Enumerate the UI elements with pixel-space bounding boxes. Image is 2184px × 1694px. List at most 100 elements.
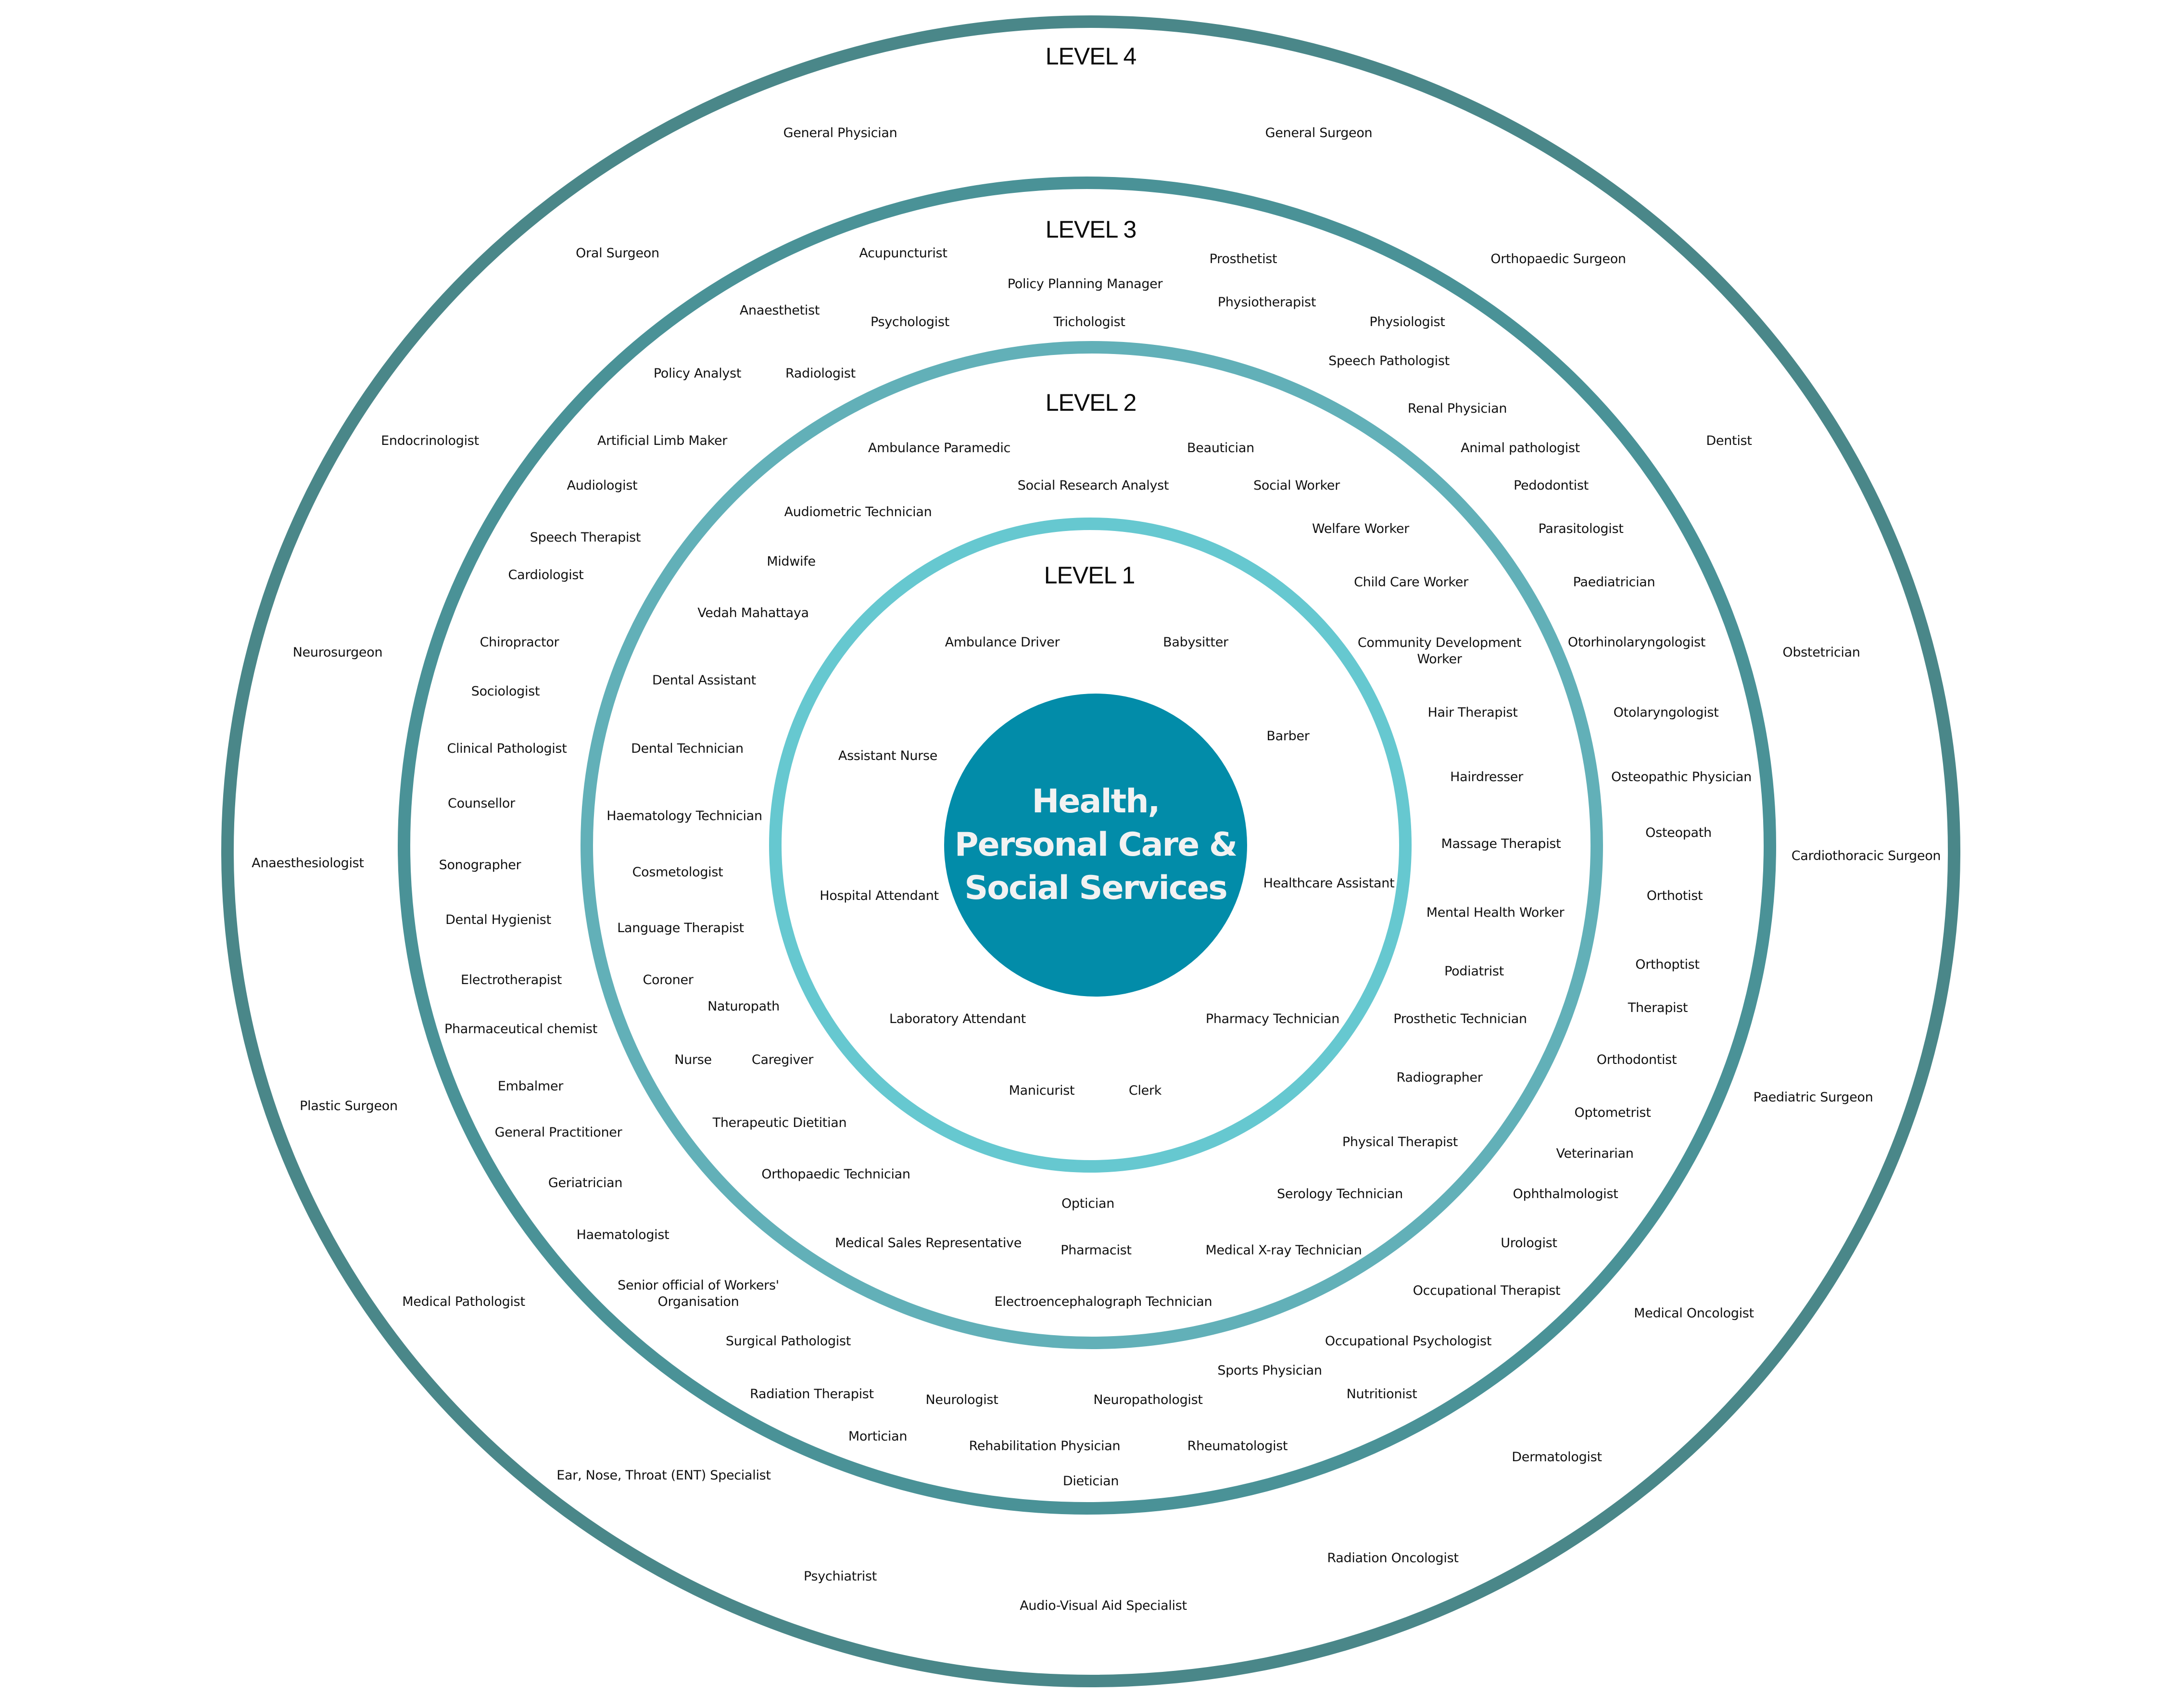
level3-item: Animal pathologist <box>1461 441 1580 455</box>
level3-item: Therapist <box>1628 1000 1688 1015</box>
level4-item: Cardiothoracic Surgeon <box>1791 848 1941 863</box>
level3-item: Sports Physician <box>1217 1363 1322 1378</box>
level3-item: Sociologist <box>471 684 540 699</box>
level2-item: Physical Therapist <box>1342 1135 1458 1150</box>
level4-item: Neurosurgeon <box>292 645 383 660</box>
level4-item: Plastic Surgeon <box>300 1099 398 1113</box>
level4-item: Obstetrician <box>1782 645 1860 660</box>
level3-item: Ophthalmologist <box>1513 1187 1618 1201</box>
level3-item: Physiologist <box>1369 315 1445 329</box>
level3-item: Osteopath <box>1645 825 1712 840</box>
level2-item: Audiometric Technician <box>784 505 932 519</box>
level1-heading: LEVEL 1 <box>1044 562 1136 589</box>
level3-item: Radiation Therapist <box>750 1387 874 1402</box>
level2-item: Child Care Worker <box>1354 575 1468 590</box>
level2-item: Pharmacist <box>1060 1243 1132 1258</box>
level2-item: Midwife <box>767 554 816 569</box>
level1-ring <box>769 518 1412 1173</box>
center-title: Health, Personal Care & Social Services <box>955 780 1237 910</box>
level3-item: Chiropractor <box>480 635 559 650</box>
level1-item: Ambulance Driver <box>945 635 1060 650</box>
level3-item: Urologist <box>1501 1236 1557 1251</box>
level3-item: Mortician <box>848 1429 908 1444</box>
level3-item: Sonographer <box>439 858 521 872</box>
center-title-line: Health, <box>1032 783 1161 821</box>
level3-item: General Practitioner <box>494 1125 622 1140</box>
level1-item: Manicurist <box>1009 1083 1075 1098</box>
level3-item: Occupational Therapist <box>1413 1283 1561 1298</box>
level3-item: Surgical Pathologist <box>725 1334 851 1349</box>
level3-item: Pharmaceutical chemist <box>444 1022 597 1037</box>
level2-item: Cosmetologist <box>632 865 723 880</box>
level2-item: Social Research Analyst <box>1017 478 1169 493</box>
level2-item: Vedah Mahattaya <box>697 606 809 620</box>
level2-item: Social Worker <box>1253 478 1340 493</box>
level3-item: Embalmer <box>497 1079 564 1094</box>
level4-item: General Physician <box>783 126 897 140</box>
level2-item: Massage Therapist <box>1441 836 1561 851</box>
level2-item: Language Therapist <box>617 921 744 935</box>
level3-item: Dental Hygienist <box>445 912 551 927</box>
level1-item: Barber <box>1266 729 1310 744</box>
level3-item: Clinical Pathologist <box>447 741 567 756</box>
level2-item: Nurse <box>674 1052 712 1067</box>
level2-item: Dental Assistant <box>652 673 756 688</box>
level2-item: Hair Therapist <box>1427 705 1518 720</box>
level2-item: Radiographer <box>1396 1070 1483 1085</box>
level4-item: Endocrinologist <box>381 433 479 448</box>
level3-item: Speech Therapist <box>530 530 641 545</box>
center-title-line: Personal Care & <box>954 826 1237 864</box>
center-title-line: Social Services <box>964 869 1227 907</box>
level4-item: Dentist <box>1706 433 1752 448</box>
level4-item: Psychiatrist <box>803 1569 877 1584</box>
level3-item: Physiotherapist <box>1217 295 1316 310</box>
level2-item: Haematology Technician <box>606 809 762 823</box>
level3-item: Neuropathologist <box>1093 1392 1203 1407</box>
level1-item: Assistant Nurse <box>838 748 938 763</box>
level3-item: Osteopathic Physician <box>1611 770 1752 784</box>
level2-item: Medical X-ray Technician <box>1205 1243 1362 1258</box>
level3-ring <box>398 177 1776 1515</box>
level3-item: Prosthetist <box>1209 252 1277 266</box>
level3-item: Electrotherapist <box>460 973 562 987</box>
level4-heading: LEVEL 4 <box>1045 43 1137 70</box>
level3-item: Policy Analyst <box>653 366 742 381</box>
level4-item: Anaesthesiologist <box>252 856 364 871</box>
level2-item: Community Development Worker <box>1357 635 1522 667</box>
level3-item: Nutritionist <box>1346 1387 1417 1402</box>
level3-item: Counsellor <box>448 796 515 811</box>
level3-item: Acupuncturist <box>859 246 947 261</box>
level4-item: Oral Surgeon <box>576 246 659 261</box>
level1-item: Hospital Attendant <box>820 888 939 903</box>
level2-item: Mental Health Worker <box>1426 905 1565 920</box>
level4-item: Dermatologist <box>1512 1450 1602 1465</box>
level4-item: Medical Oncologist <box>1634 1306 1754 1321</box>
level3-item: Paediatrician <box>1573 575 1655 590</box>
level2-item: Medical Sales Representative <box>834 1236 1022 1251</box>
level2-item: Welfare Worker <box>1312 521 1409 536</box>
level2-item: Coroner <box>643 973 694 987</box>
level2-item: Caregiver <box>751 1052 814 1067</box>
level4-item: Audio-Visual Aid Specialist <box>1020 1598 1187 1613</box>
level3-item: Psychologist <box>870 315 950 329</box>
level3-item: Geriatrician <box>548 1176 623 1190</box>
level3-item: Occupational Psychologist <box>1325 1334 1492 1349</box>
level4-item: Paediatric Surgeon <box>1753 1090 1873 1105</box>
level2-item: Electroencephalograph Technician <box>994 1294 1212 1309</box>
level3-item: Anaesthetist <box>739 303 820 318</box>
level1-item: Clerk <box>1128 1083 1162 1098</box>
level2-item: Serology Technician <box>1277 1187 1403 1201</box>
level4-ring <box>221 15 1960 1687</box>
level3-item: Rheumatologist <box>1187 1439 1288 1454</box>
level4-item: Radiation Oncologist <box>1327 1551 1459 1566</box>
level3-item: Orthoptist <box>1635 957 1700 972</box>
level3-item: Renal Physician <box>1407 401 1507 416</box>
level3-item: Cardiologist <box>508 568 584 582</box>
level2-item: Beautician <box>1187 441 1254 455</box>
level3-item: Rehabilitation Physician <box>969 1439 1121 1454</box>
level3-item: Dietician <box>1062 1474 1119 1489</box>
level4-item: General Surgeon <box>1265 126 1373 140</box>
level3-item: Audiologist <box>567 478 638 493</box>
level2-item: Prosthetic Technician <box>1393 1011 1527 1026</box>
level3-item: Radiologist <box>785 366 856 381</box>
